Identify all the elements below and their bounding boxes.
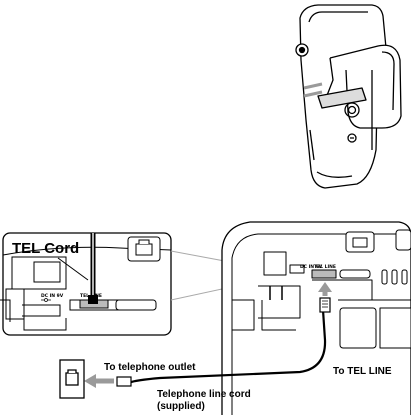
handset-illustration bbox=[296, 5, 401, 188]
modular-jack-icon bbox=[128, 237, 160, 261]
base-unit bbox=[222, 222, 411, 415]
tel-cord-label: TEL Cord bbox=[12, 240, 79, 257]
cord-plug-base bbox=[320, 298, 330, 312]
to-tel-line-label: To TEL LINE bbox=[333, 366, 392, 377]
base-vents bbox=[382, 270, 407, 284]
base-jack-icon bbox=[346, 232, 374, 252]
dc-in-label: DC IN 9V bbox=[41, 293, 64, 299]
line-cord-supplied-label: (supplied) bbox=[157, 401, 205, 412]
line-cord-label: Telephone line cord bbox=[157, 389, 251, 400]
telephone-outlet bbox=[60, 360, 84, 398]
base-tel-line-label: TEL LINE bbox=[314, 264, 336, 270]
cord-plug-outlet bbox=[117, 377, 131, 386]
to-outlet-label: To telephone outlet bbox=[104, 362, 195, 373]
